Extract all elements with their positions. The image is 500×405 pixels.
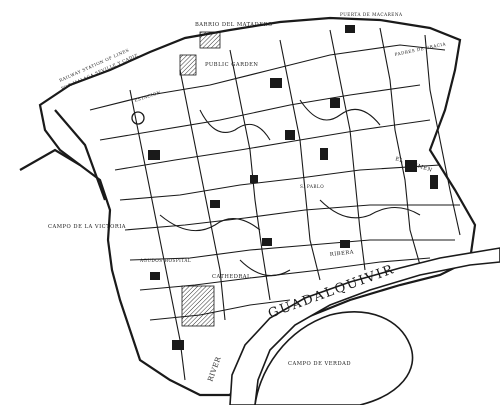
river-guadalquivir [229, 247, 500, 405]
label-ribera: RIBERA [330, 249, 355, 257]
label-agudos-hospital: AGUDOS HOSPITAL [139, 258, 191, 263]
label-campo-victoria: CAMPO DE LA VICTORIA [48, 224, 126, 230]
buildings [131, 25, 438, 350]
label-public-garden: PUBLIC GARDEN [205, 62, 258, 68]
label-river: RIVER [206, 355, 222, 382]
label-cathedral: CATHEDRAL [212, 274, 251, 280]
label-puerta-macarena: PUERTA DE MACARENA [340, 12, 403, 17]
label-barrio-matadero: BARRIO DEL MATADERO [195, 22, 273, 28]
label-estacion: ESTACION [134, 90, 162, 103]
label-campo-verdad: CAMPO DE VERDAD [288, 361, 351, 367]
street-network [19, 27, 461, 381]
city-wall-outline [38, 16, 477, 397]
label-san-pablo: S. PABLO [300, 184, 324, 189]
